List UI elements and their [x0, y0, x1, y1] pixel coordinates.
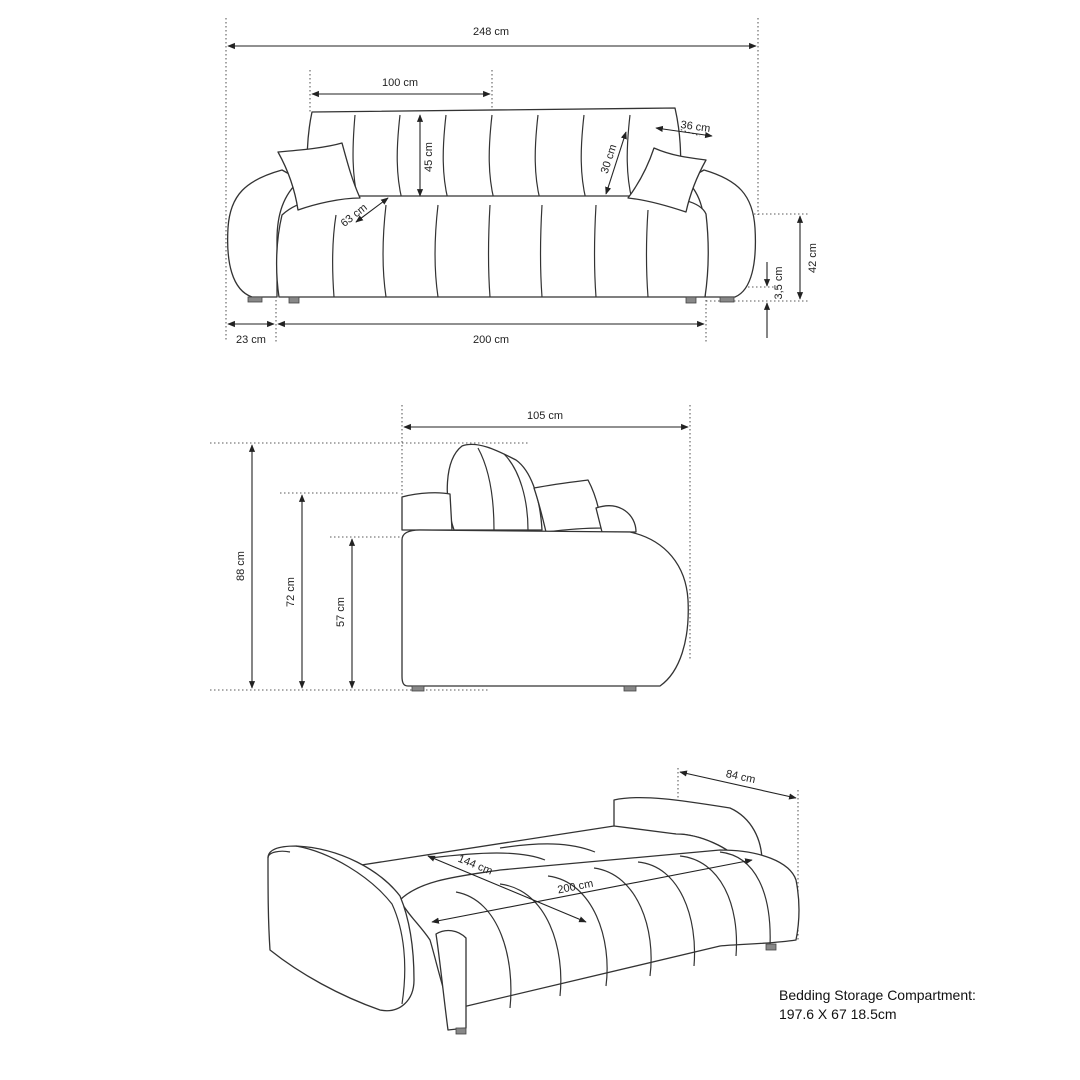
- backrest: [306, 107, 682, 201]
- side-pillow: [533, 479, 603, 533]
- left-arm: [226, 169, 301, 298]
- storage-note-title: Bedding Storage Compartment:: [779, 987, 976, 1003]
- rear-armrest: [595, 505, 637, 533]
- right-pillow: [627, 147, 707, 213]
- bed-front-base: [435, 929, 467, 1031]
- leg-height-label: 3,5 cm: [773, 266, 785, 299]
- backrest-height-label: 45 cm: [423, 142, 435, 172]
- overall-width-label: 248 cm: [473, 26, 509, 38]
- backrest-width-label: 100 cm: [382, 77, 418, 89]
- bed-view: 144 cm 200 cm 84 cm: [267, 768, 800, 1035]
- seat-block: [401, 492, 453, 531]
- storage-compartment-note: Bedding Storage Compartment: 197.6 X 67 …: [779, 986, 976, 1024]
- seat-height-label: 42 cm: [807, 243, 819, 273]
- arm-width-label: 23 cm: [236, 334, 266, 346]
- side-view: 105 cm 88 cm 72 cm 57 cm: [210, 405, 691, 692]
- armrest-height-label: 57 cm: [335, 597, 347, 627]
- seat-width-label: 200 cm: [473, 334, 509, 346]
- seat-cushion: [275, 195, 709, 298]
- storage-note-dimensions: 197.6 X 67 18.5cm: [779, 1006, 897, 1022]
- side-body: [401, 529, 689, 687]
- front-view: 248 cm 100 cm 45 cm 36 cm 30 cm 63 cm 42…: [225, 18, 819, 346]
- total-height-label: 88 cm: [235, 551, 247, 581]
- backrest-top-height-label: 72 cm: [285, 577, 297, 607]
- depth-label: 105 cm: [527, 410, 563, 422]
- bed-left-arm: [267, 845, 415, 1012]
- pillow-length-label: 36 cm: [680, 119, 711, 135]
